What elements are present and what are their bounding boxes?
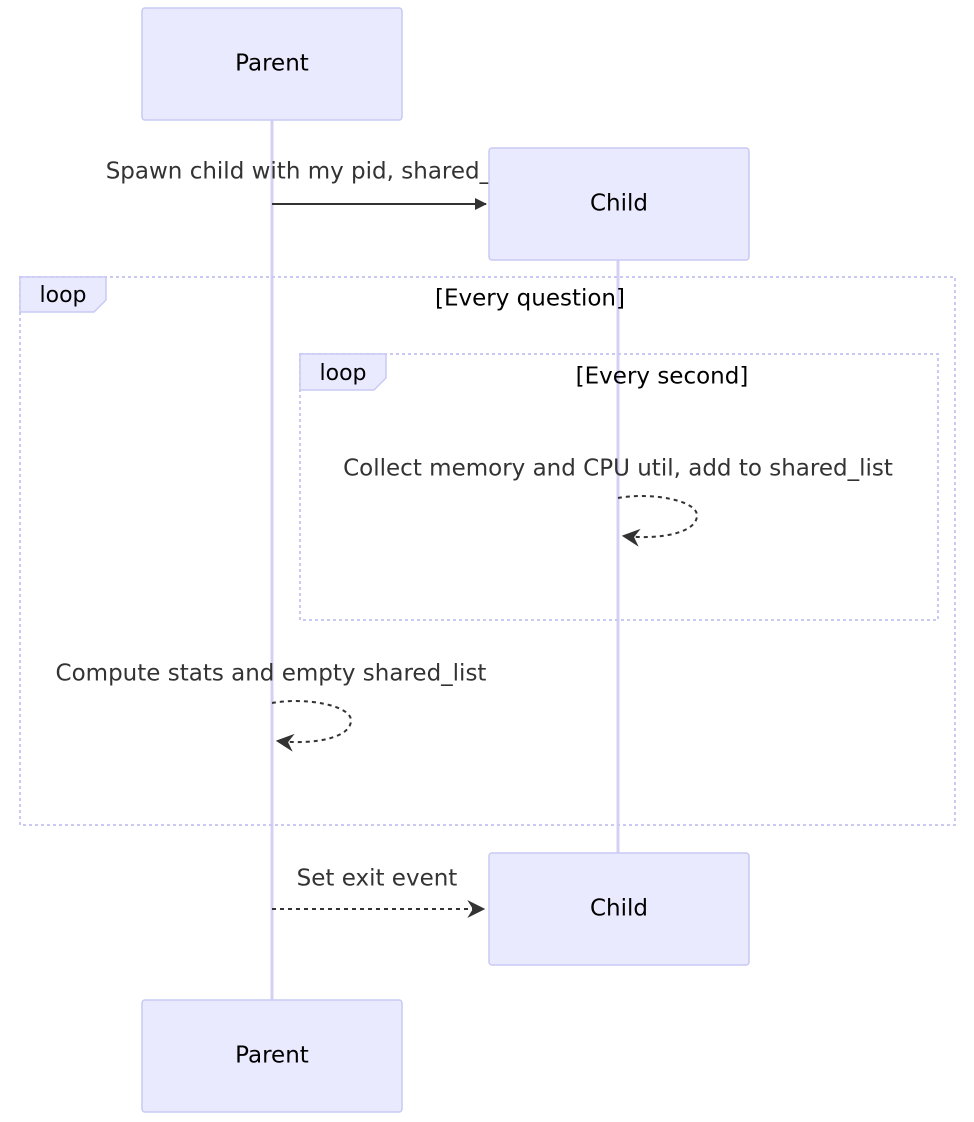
parent-actor-bottom-label: Parent bbox=[235, 1043, 309, 1069]
parent-actor-top-label: Parent bbox=[235, 51, 309, 77]
outer-loop-frame: loop [Every question] bbox=[19, 276, 956, 826]
compute-self-arrow bbox=[271, 700, 353, 752]
child-actor-top-label: Child bbox=[590, 191, 648, 217]
inner-loop-condition: [Every second] bbox=[576, 364, 749, 390]
collect-message-label: Collect memory and CPU util, add to shar… bbox=[343, 456, 893, 482]
outer-loop-label: loop bbox=[40, 283, 87, 308]
inner-loop-frame: loop [Every second] bbox=[299, 353, 939, 621]
child-actor-bottom[interactable]: Child bbox=[488, 852, 750, 966]
child-actor-bottom-label: Child bbox=[590, 896, 648, 922]
outer-loop-condition: [Every question] bbox=[435, 286, 625, 312]
parent-actor-bottom[interactable]: Parent bbox=[141, 999, 403, 1113]
child-actor-top[interactable]: Child bbox=[488, 147, 750, 261]
parent-actor-top[interactable]: Parent bbox=[141, 7, 403, 121]
collect-self-arrow bbox=[617, 495, 699, 547]
exit-message-label: Set exit event bbox=[297, 866, 458, 892]
inner-loop-label: loop bbox=[320, 361, 367, 386]
compute-message-label: Compute stats and empty shared_list bbox=[56, 661, 487, 687]
